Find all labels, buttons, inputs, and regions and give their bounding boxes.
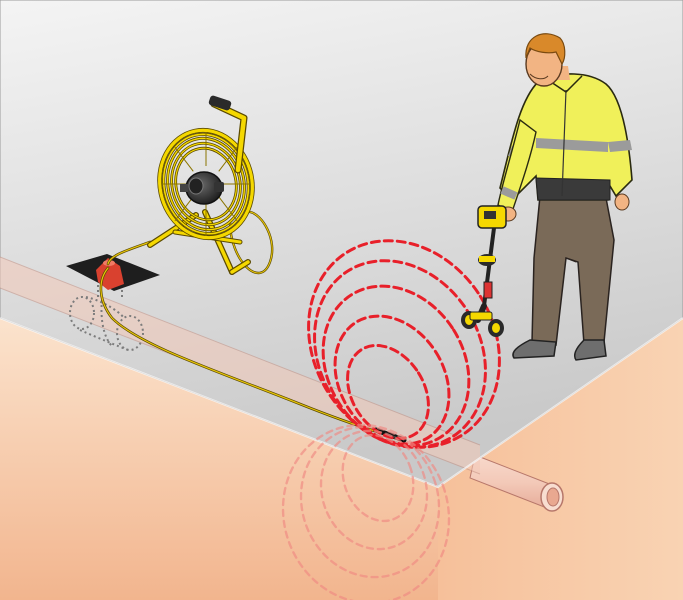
scene-svg: [0, 0, 683, 600]
sonde-locating-illustration: [0, 0, 683, 600]
